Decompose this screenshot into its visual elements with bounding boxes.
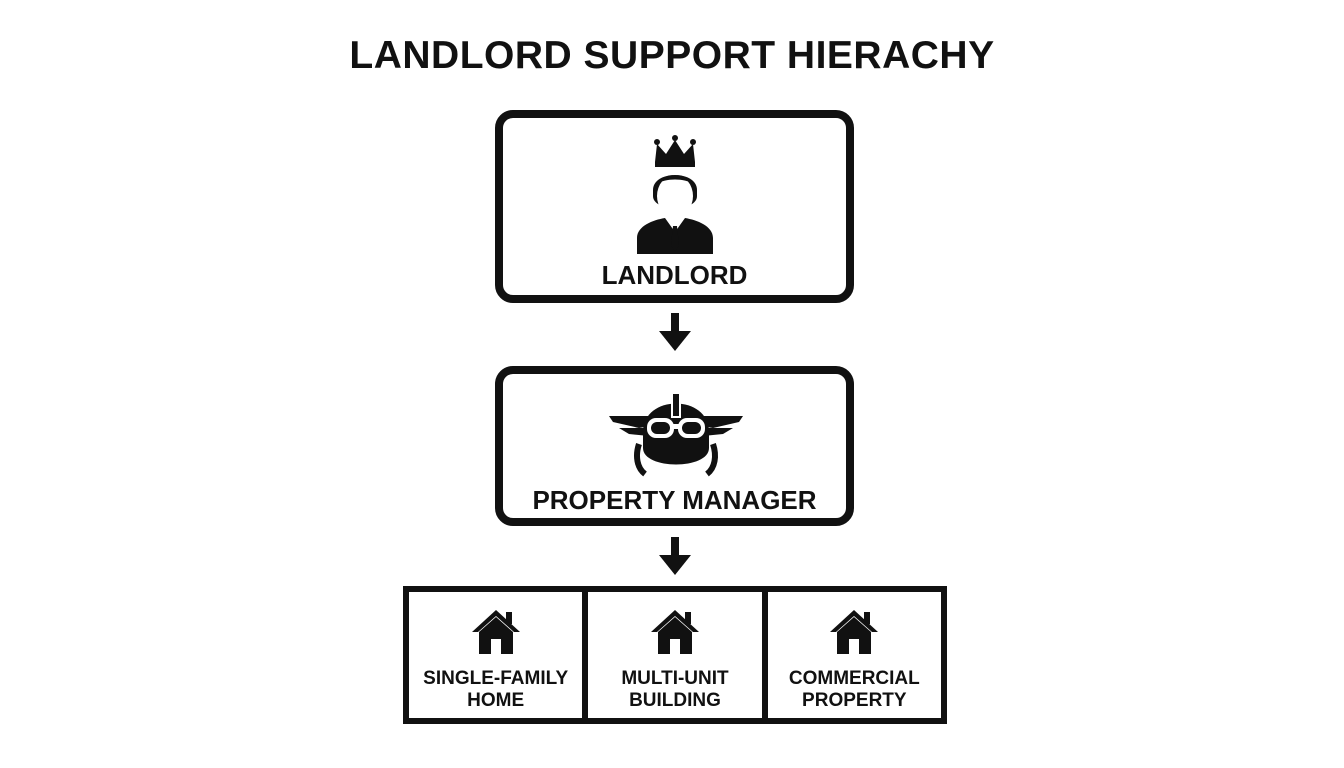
house-icon <box>830 610 879 654</box>
property-manager-node: PROPERTY MANAGER <box>495 366 854 526</box>
house-icon <box>650 610 699 654</box>
pilot-goggles-icon <box>609 392 743 477</box>
landlord-node: LANDLORD <box>495 110 854 303</box>
diagram-title: LANDLORD SUPPORT HIERACHY <box>349 34 995 77</box>
landlord-label: LANDLORD <box>601 260 748 290</box>
down-arrow-icon <box>659 313 691 351</box>
house-icon <box>471 610 520 654</box>
property-manager-label: PROPERTY MANAGER <box>532 485 817 515</box>
down-arrow-icon <box>659 537 691 575</box>
crowned-person-icon <box>637 135 713 254</box>
